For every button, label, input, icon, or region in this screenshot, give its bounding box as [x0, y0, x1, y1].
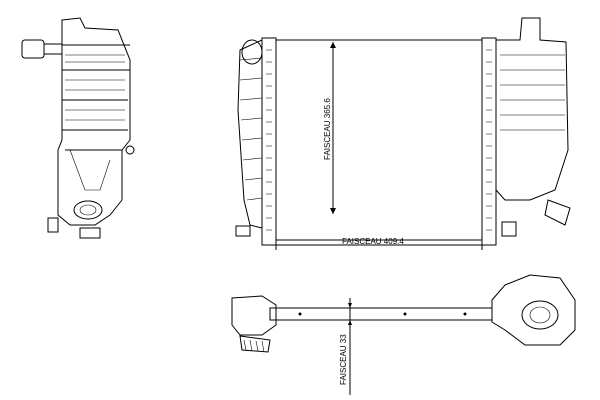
side-view-tank	[21, 17, 135, 239]
depth-dimension-label: FAISCEAU 33	[339, 334, 348, 385]
height-dimension-label: FAISCEAU 365.6	[323, 98, 332, 160]
top-view-radiator	[231, 274, 576, 395]
front-view-radiator	[235, 17, 571, 250]
width-dimension-label: FAISCEAU 409.4	[342, 237, 404, 246]
